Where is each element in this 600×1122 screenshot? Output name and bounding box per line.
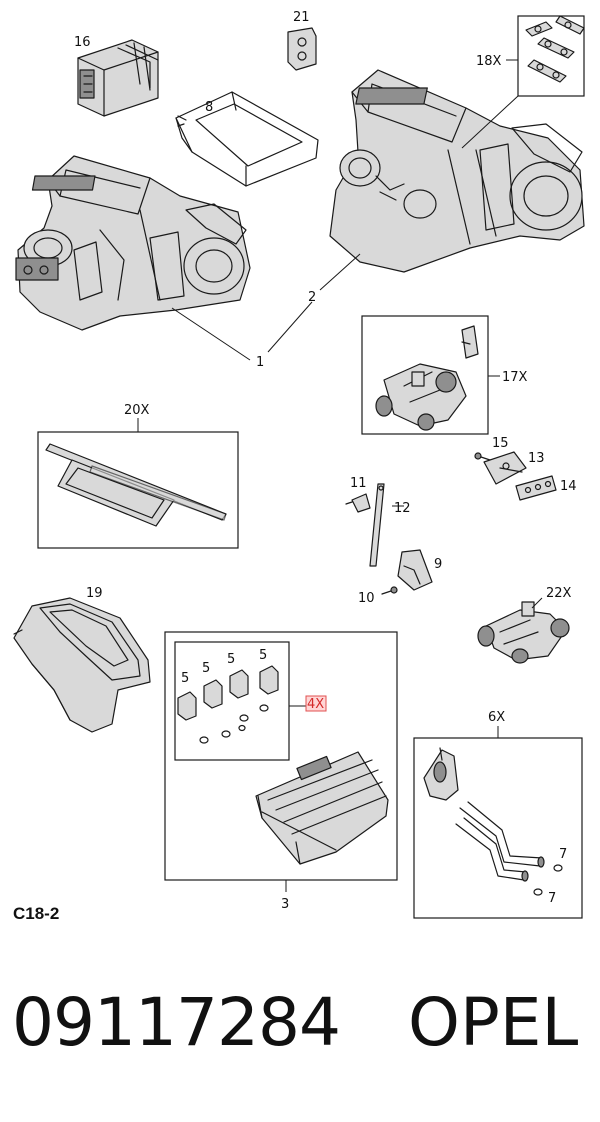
- part-6x-pipes: [423, 747, 563, 896]
- part-21-grommet: [287, 27, 317, 71]
- callout-1: 1: [256, 355, 264, 370]
- callout-5c: 5: [227, 652, 235, 667]
- leader-2: [319, 253, 361, 291]
- callout-5d: 5: [259, 648, 267, 663]
- leader-18x-b: [461, 95, 519, 149]
- part-11-clip: [345, 493, 371, 513]
- callout-14: 14: [560, 479, 577, 494]
- callout-13: 13: [528, 451, 545, 466]
- brand-name: OPEL: [408, 984, 579, 1061]
- part-17x-valve-kit: [361, 315, 489, 435]
- part-22x-valve: [477, 601, 570, 664]
- callout-3: 3: [281, 897, 289, 912]
- callout-22x: 22X: [546, 586, 572, 601]
- part-2-heater-housing: [329, 69, 585, 273]
- part-19-air-duct: [13, 597, 151, 733]
- callout-11: 11: [350, 476, 367, 491]
- part-16-blower-resistor: [77, 39, 159, 117]
- callout-17x: 17X: [502, 370, 528, 385]
- part-5-clips: [177, 665, 279, 744]
- callout-15: 15: [492, 436, 509, 451]
- part-12-strap: [369, 483, 385, 567]
- callout-7a: 7: [559, 847, 567, 862]
- callout-20x: 20X: [124, 403, 150, 418]
- callout-7b: 7: [548, 891, 556, 906]
- leader-1: [171, 307, 251, 361]
- part-9-bracket: [397, 549, 433, 591]
- leader-1b: [267, 301, 313, 353]
- callout-18x: 18X: [476, 54, 502, 69]
- callout-16: 16: [74, 35, 91, 50]
- callout-5b: 5: [202, 661, 210, 676]
- part-14-gasket: [515, 475, 557, 501]
- callout-6x: 6X: [488, 710, 505, 725]
- part-number: 09117284: [12, 984, 341, 1061]
- section-code: C18-2: [13, 904, 60, 923]
- part-13-bracket: [483, 451, 527, 485]
- callout-5a: 5: [181, 671, 189, 686]
- callout-9: 9: [434, 557, 442, 572]
- callout-4x[interactable]: 4X: [307, 697, 324, 712]
- part-1-heater-housing: [15, 155, 251, 331]
- clip-kit-box: [174, 641, 290, 761]
- part-18x-clip-kit: [517, 15, 585, 97]
- part-8-filter-tray: [175, 91, 319, 187]
- callout-2: 2: [308, 290, 316, 305]
- callout-19: 19: [86, 586, 103, 601]
- part-10-screw: [381, 586, 398, 595]
- callout-8: 8: [205, 100, 213, 115]
- highlight-4x-box: [305, 695, 327, 712]
- leader-22x: [531, 597, 543, 609]
- callout-12: 12: [394, 501, 411, 516]
- part-20x-seal-kit: [37, 431, 239, 549]
- part-3-heater-core: [255, 751, 389, 865]
- callout-10: 10: [358, 591, 375, 606]
- part-3-box: [164, 631, 398, 881]
- callout-21: 21: [293, 10, 310, 25]
